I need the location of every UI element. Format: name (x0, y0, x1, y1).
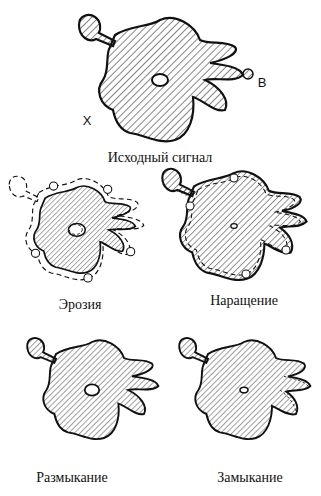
figure-caption: Эрозия (59, 297, 102, 312)
figure-caption: Размыкание (36, 470, 108, 485)
signal-name: X (83, 114, 92, 128)
signal-name: B (258, 76, 267, 90)
figure-caption: Исходный сигнал (108, 150, 212, 165)
figure-caption: Замыкание (217, 470, 283, 485)
figure-caption: Наращение (210, 293, 278, 308)
